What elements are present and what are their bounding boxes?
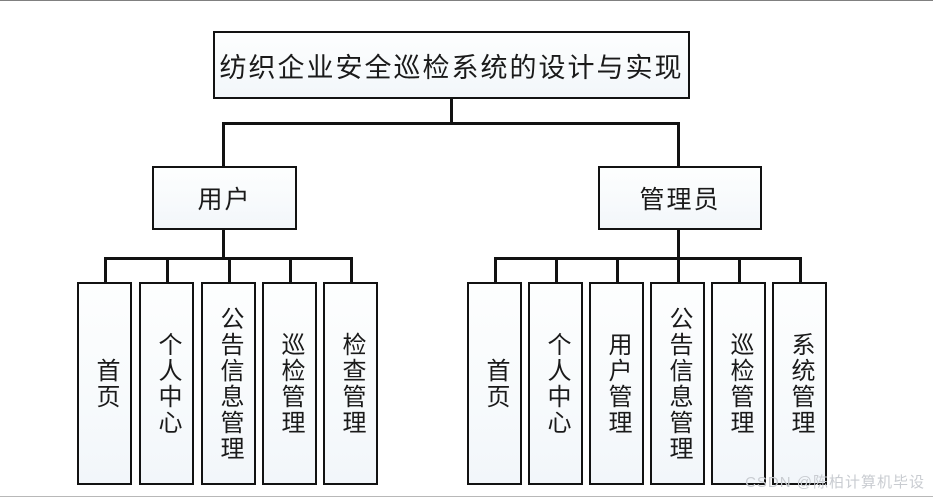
connector-role-bar <box>222 122 452 125</box>
connector-admin-drop-4 <box>677 257 680 283</box>
connector-root-trunk <box>450 98 453 125</box>
connector-admin-drop-2 <box>555 257 558 283</box>
admin-function-label-3: 用户管理 <box>603 331 630 436</box>
connector-user-drop-3 <box>228 257 231 283</box>
user-function-label-3: 公告信息管理 <box>215 305 242 462</box>
admin-function-node-3[interactable]: 用户管理 <box>589 282 644 485</box>
user-function-label-4: 巡检管理 <box>276 331 303 436</box>
connector-admin-drop-6 <box>799 257 802 283</box>
admin-function-label-4: 公告信息管理 <box>664 305 691 462</box>
admin-function-label-5: 巡检管理 <box>725 331 752 436</box>
role-node-user-label: 用户 <box>197 187 252 214</box>
role-node-admin[interactable]: 管理员 <box>598 166 762 230</box>
admin-function-label-1: 首页 <box>481 357 508 410</box>
user-function-node-5[interactable]: 检查管理 <box>323 282 378 485</box>
role-node-admin-label: 管理员 <box>639 187 721 214</box>
connector-role-drop-admin <box>677 122 680 167</box>
connector-user-trunk <box>222 229 225 259</box>
connector-user-drop-2 <box>166 257 169 283</box>
user-function-node-3[interactable]: 公告信息管理 <box>201 282 256 485</box>
user-function-node-4[interactable]: 巡检管理 <box>262 282 317 485</box>
user-function-label-2: 个人中心 <box>153 331 180 436</box>
connector-role-drop-user <box>222 122 225 167</box>
admin-function-node-2[interactable]: 个人中心 <box>528 282 583 485</box>
admin-function-node-4[interactable]: 公告信息管理 <box>650 282 705 485</box>
connector-user-drop-4 <box>289 257 292 283</box>
connector-user-fan-bar <box>104 257 350 260</box>
admin-function-node-1[interactable]: 首页 <box>467 282 522 485</box>
connector-role-bar-right <box>450 122 680 125</box>
connector-admin-drop-5 <box>738 257 741 283</box>
connector-user-drop-1 <box>104 257 107 283</box>
admin-function-node-5[interactable]: 巡检管理 <box>711 282 766 485</box>
connector-admin-drop-1 <box>494 257 497 283</box>
connector-admin-drop-3 <box>616 257 619 283</box>
root-node-system-title[interactable]: 纺织企业安全巡检系统的设计与实现 <box>213 31 690 99</box>
admin-function-label-2: 个人中心 <box>542 331 569 436</box>
user-function-label-5: 检查管理 <box>337 331 364 436</box>
connector-admin-trunk <box>677 229 680 259</box>
connector-admin-fan-bar <box>494 257 802 260</box>
role-node-user[interactable]: 用户 <box>152 166 297 230</box>
user-function-label-1: 首页 <box>91 357 118 410</box>
root-node-label: 纺织企业安全巡检系统的设计与实现 <box>219 52 684 83</box>
admin-function-label-6: 系统管理 <box>786 331 813 436</box>
user-function-node-1[interactable]: 首页 <box>77 282 132 485</box>
admin-function-node-6[interactable]: 系统管理 <box>772 282 827 485</box>
user-function-node-2[interactable]: 个人中心 <box>139 282 194 485</box>
connector-user-drop-5 <box>350 257 353 283</box>
